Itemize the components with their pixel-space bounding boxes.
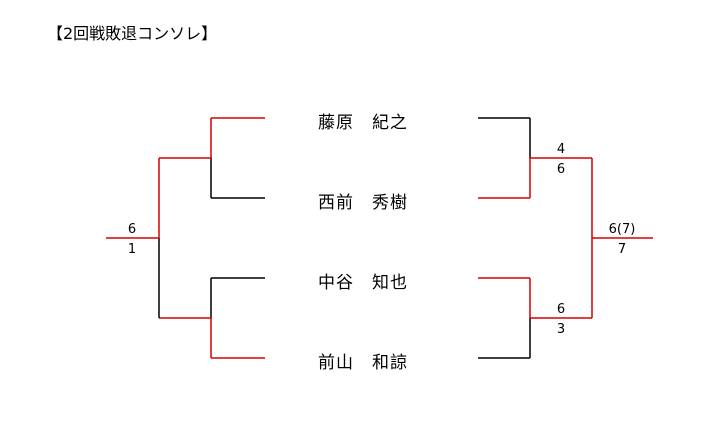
right-final-score-top: 6(7) [608,222,636,237]
right-semi2-score-top: 6 [556,302,566,317]
left-final-score-top: 6 [127,222,137,237]
right-final-score-bottom: 7 [617,242,627,257]
right-semi1-score-bottom: 6 [556,162,566,177]
player-4-name: 前山 和諒 [318,353,408,373]
player-1-name: 藤原 紀之 [318,113,408,133]
right-semi2-score-bottom: 3 [556,322,566,337]
player-3-name: 中谷 知也 [318,273,408,293]
right-semi1-score-top: 4 [556,142,566,157]
left-final-score-bottom: 1 [127,242,137,257]
bracket-title: 【2回戦敗退コンソレ】 [47,24,218,43]
player-2-name: 西前 秀樹 [318,193,408,213]
